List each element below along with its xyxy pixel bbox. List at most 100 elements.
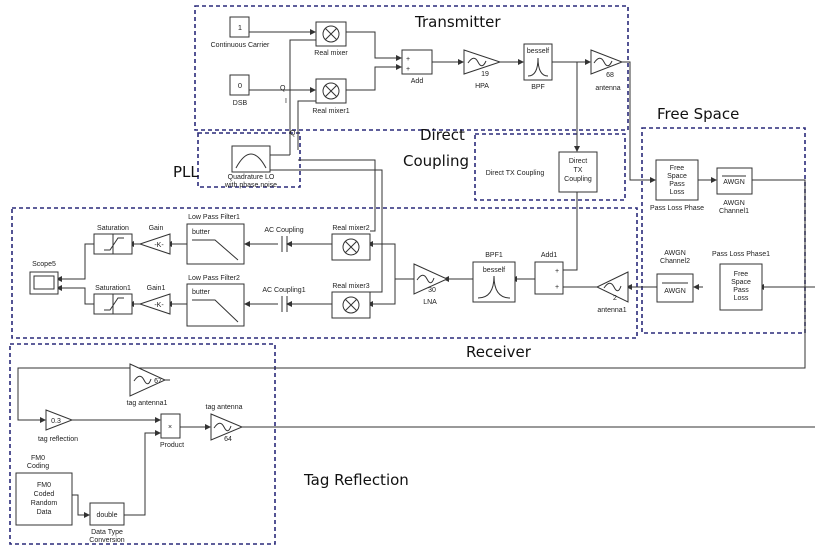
mixer2-label: Real mixer2 <box>332 225 369 232</box>
antenna1-label: antenna1 <box>597 307 626 314</box>
mixer-icon <box>342 238 360 256</box>
lpf2-label: Low Pass Filter2 <box>188 275 240 282</box>
saturation-block[interactable]: Saturation <box>93 225 133 255</box>
lo-label-line2: with phase noise <box>224 182 277 189</box>
awgn2-text: AWGN <box>664 288 686 295</box>
free-space-group-frame <box>641 127 806 334</box>
real-mixer-block[interactable]: Real mixer <box>314 21 348 57</box>
low-pass-filter2-block[interactable]: butter Low Pass Filter2 <box>186 275 245 327</box>
bpf-block[interactable]: besself BPF <box>523 43 553 91</box>
fm0-block-line1: FM0 <box>37 482 51 489</box>
data-type-conversion-block[interactable]: double Data Type Conversion <box>89 502 125 544</box>
fm0-block-line3: Random <box>31 500 58 507</box>
awgn2-label-line2: Channel2 <box>660 258 690 265</box>
ac1-label: AC Coupling1 <box>262 287 305 294</box>
direct-coupling-title-line2: Coupling <box>403 152 469 170</box>
tag-antenna1-label: tag antenna1 <box>127 400 168 407</box>
lpf1-label: Low Pass Filter1 <box>188 214 240 221</box>
antenna-gain: 68 <box>606 72 614 79</box>
hpa-block[interactable]: 19 HPA <box>463 49 502 90</box>
fm0-title-line2: Coding <box>27 463 49 470</box>
hpa-gain: 19 <box>481 71 489 78</box>
add-plus-sign-2: + <box>406 66 410 73</box>
fspl2-label: Pass Loss Phase1 <box>712 251 770 258</box>
receiver-title: Receiver <box>466 343 532 361</box>
fm0-block-line2: Coded <box>34 491 55 498</box>
fspl1-line3: Pass <box>669 181 685 188</box>
fspl1-label: Pass Loss Phase <box>650 205 704 212</box>
direct-tx-coupling-block[interactable]: Direct TX Coupling Direct TX Coupling <box>486 151 598 193</box>
lna-block[interactable]: 30 LNA <box>413 263 449 306</box>
lo-label-line1: Quadrature LO <box>228 174 275 181</box>
fspl2-line4: Loss <box>734 295 749 302</box>
real-mixer1-block[interactable]: Real mixer1 <box>312 78 350 115</box>
antenna-label: antenna <box>595 85 620 92</box>
fm0-title-line1: FM0 <box>31 455 45 462</box>
awgn-channel1-block[interactable]: AWGN AWGN Channel1 <box>716 167 753 215</box>
dtc-label-line1: Data Type <box>91 529 123 536</box>
free-space-pass-loss1-block[interactable]: Free Space Pass Loss Pass Loss Phase1 <box>712 251 770 311</box>
ac-label: AC Coupling <box>264 227 303 234</box>
fm0-block-line4: Data <box>37 509 52 516</box>
carrier-value: 1 <box>238 23 242 32</box>
antenna1-block[interactable]: 2 antenna1 <box>595 271 629 314</box>
tag-refl-value: 0.3 <box>51 418 61 425</box>
gain-value: -K- <box>154 242 164 249</box>
tag-antenna-block[interactable]: 64 tag antenna <box>206 404 244 443</box>
gain1-label: Gain1 <box>147 285 166 292</box>
quadrature-lo-block[interactable]: Quadrature LO with phase noise <box>224 145 277 189</box>
product-block[interactable]: × Product <box>160 413 184 449</box>
bpf-type: besself <box>527 48 549 55</box>
real-mixer2-block[interactable]: Real mixer2 <box>331 225 371 261</box>
awgn-channel2-block[interactable]: AWGN AWGN Channel2 <box>656 250 694 303</box>
scope-label: Scope5 <box>32 261 56 268</box>
transmitter-group-frame <box>194 5 629 131</box>
tag-antenna1-gain: 67 <box>154 378 162 385</box>
saturation1-block[interactable]: Saturation1 <box>93 285 133 315</box>
continuous-carrier-block[interactable]: 1 Continuous Carrier <box>211 16 270 49</box>
add1-block[interactable]: + + Add1 <box>534 252 564 295</box>
mixer-icon <box>342 296 360 314</box>
hpa-label: HPA <box>475 83 489 90</box>
scope5-block[interactable]: Scope5 <box>29 261 59 295</box>
i-label: I <box>285 98 287 105</box>
fspl2-line1: Free <box>734 271 749 278</box>
tag-reflection-gain-block[interactable]: 0.3 tag reflection <box>38 409 78 443</box>
tag-antenna-label: tag antenna <box>206 404 243 411</box>
tag-refl-label: tag reflection <box>38 436 78 443</box>
lna-gain: 30 <box>428 287 436 294</box>
fspl1-line4: Loss <box>670 189 685 196</box>
ac-coupling1-block[interactable]: AC Coupling1 <box>262 287 306 312</box>
fspl2-line2: Space <box>731 279 751 286</box>
dsb-label: DSB <box>233 100 248 107</box>
low-pass-filter1-block[interactable]: butter Low Pass Filter1 <box>186 214 245 265</box>
bpf1-block[interactable]: besself BPF1 <box>472 252 516 303</box>
ac-coupling-block[interactable]: AC Coupling <box>264 227 304 252</box>
carrier-label: Continuous Carrier <box>211 42 270 49</box>
antenna-block[interactable]: 68 antenna <box>590 49 624 92</box>
dsb-block[interactable]: 0 DSB <box>229 74 250 107</box>
direct-tx-line3: Coupling <box>564 176 592 183</box>
bpf1-label: BPF1 <box>485 252 503 259</box>
fm0-coded-random-data-block[interactable]: FM0 Coding FM0 Coded Random Data <box>15 455 73 526</box>
add-plus-sign-1: + <box>406 56 410 63</box>
fspl1-line1: Free <box>670 165 685 172</box>
fspl1-line2: Space <box>667 173 687 180</box>
real-mixer3-block[interactable]: Real mixer3 <box>331 283 371 319</box>
add-label: Add <box>411 78 424 85</box>
tag-reflection-title: Tag Reflection <box>303 471 409 489</box>
antenna1-gain: 2 <box>613 295 617 302</box>
add-block[interactable]: + + Add <box>401 49 433 85</box>
free-space-pass-loss-block[interactable]: Free Space Pass Loss Pass Loss Phase <box>650 159 704 212</box>
receiver-group-frame <box>11 207 638 339</box>
gain-block[interactable]: -K- Gain <box>138 225 171 255</box>
direct-tx-line1: Direct <box>569 158 587 165</box>
bpf1-type: besself <box>483 267 505 274</box>
direct-tx-line2: TX <box>574 167 583 174</box>
free-space-title: Free Space <box>657 105 739 123</box>
gain1-value: -K- <box>154 302 164 309</box>
double-text: double <box>96 512 117 519</box>
tag-antenna1-block[interactable]: 67 tag antenna1 <box>127 363 168 407</box>
mixer-label: Real mixer <box>314 50 348 57</box>
gain1-block[interactable]: -K- Gain1 <box>138 285 171 315</box>
